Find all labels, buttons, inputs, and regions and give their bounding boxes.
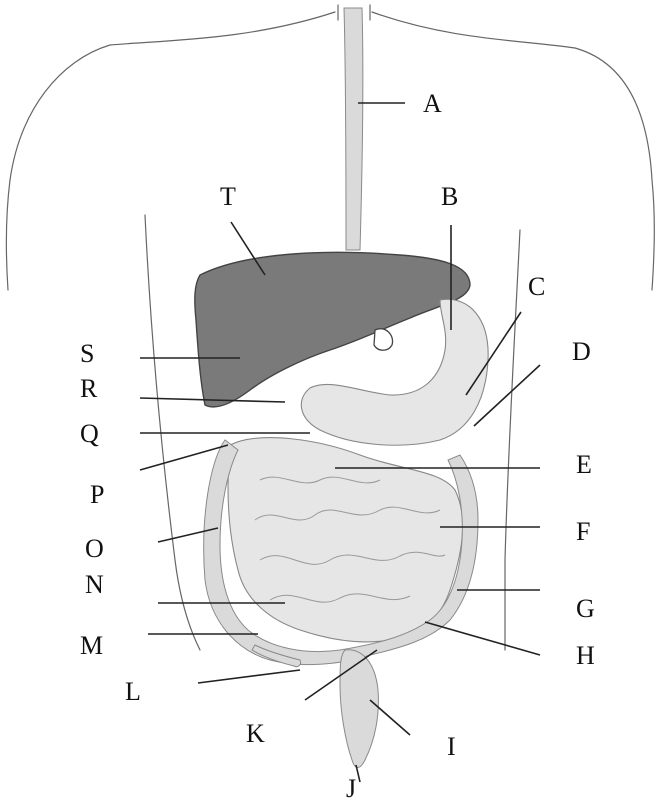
label-K: K [246, 719, 265, 748]
label-L: L [125, 677, 141, 706]
label-M: M [80, 631, 103, 660]
label-P: P [90, 480, 104, 509]
label-D: D [572, 337, 591, 366]
label-B: B [441, 182, 458, 211]
label-T: T [220, 182, 236, 211]
label-J: J [346, 774, 356, 800]
label-S: S [80, 339, 94, 368]
label-A: A [423, 89, 442, 118]
esophagus [344, 8, 363, 250]
leader-H [425, 622, 540, 655]
leader-L [198, 670, 300, 683]
label-F: F [576, 517, 590, 546]
label-C: C [528, 272, 545, 301]
label-I: I [447, 732, 456, 761]
arm-inner-right [505, 230, 520, 650]
label-R: R [80, 374, 98, 403]
rectum [340, 650, 378, 768]
label-Q: Q [80, 419, 99, 448]
labels: A B C D E F G H I J K L M N O P Q R S T [80, 89, 595, 800]
label-N: N [85, 570, 104, 599]
label-E: E [576, 450, 592, 479]
torso-outline-right [372, 12, 654, 290]
gallbladder [374, 329, 393, 351]
label-H: H [576, 641, 595, 670]
label-G: G [576, 594, 595, 623]
torso-outline-left [6, 12, 335, 290]
label-O: O [85, 534, 104, 563]
